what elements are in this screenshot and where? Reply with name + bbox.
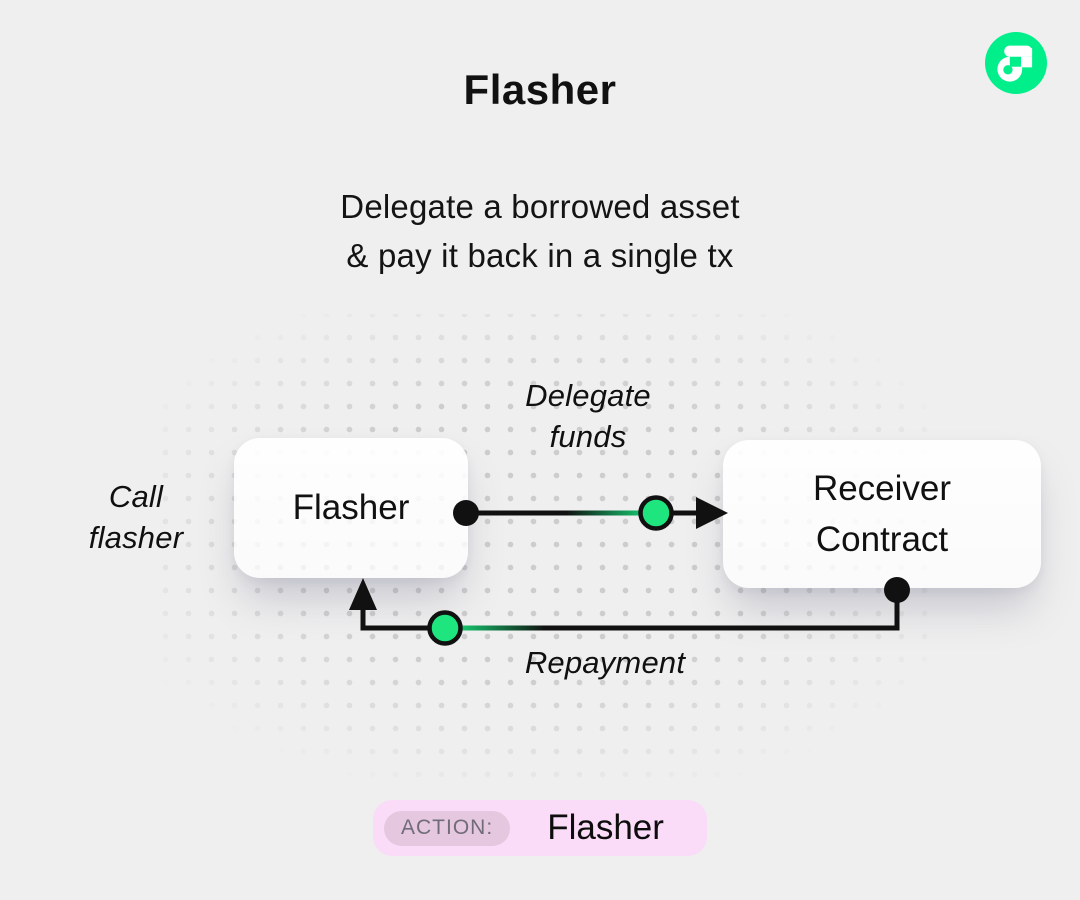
label-call-flasher: Call flasher <box>88 479 184 555</box>
flow-logo-icon <box>985 32 1047 94</box>
action-bar: ACTION: Flasher <box>373 800 707 856</box>
node-receiver-contract-label: Receiver Contract <box>812 469 952 559</box>
node-flasher: Flasher <box>234 438 468 578</box>
node-receiver-contract: Receiver Contract <box>723 440 1041 588</box>
page-subtitle: Delegate a borrowed asset & pay it back … <box>0 182 1080 280</box>
node-flasher-label: Flasher <box>292 488 410 527</box>
action-badge: ACTION: <box>384 810 511 846</box>
label-delegate-funds: Delegate funds <box>525 378 651 454</box>
subtitle-line-1: Delegate a borrowed asset <box>340 188 740 225</box>
action-value: Flasher <box>547 808 664 847</box>
label-repayment: Repayment <box>524 645 686 680</box>
page-title: Flasher <box>463 66 617 113</box>
subtitle-line-2: & pay it back in a single tx <box>346 237 734 274</box>
